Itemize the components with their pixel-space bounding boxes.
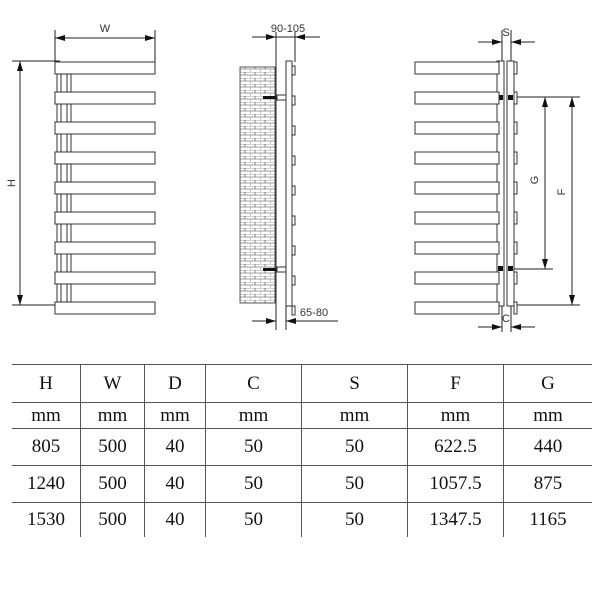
- table-cell: mm: [205, 402, 302, 429]
- towel-bar: [54, 61, 156, 75]
- table-cell: 500: [80, 502, 145, 537]
- towel-bar: [54, 181, 156, 195]
- table-cell: 50: [301, 465, 408, 503]
- table-cell: S: [301, 364, 408, 403]
- bar-end-cap: [513, 241, 518, 255]
- table-cell: mm: [503, 402, 592, 429]
- bar-end-cap: [513, 91, 518, 105]
- towel-bar: [54, 271, 156, 285]
- towel-bar: [414, 301, 500, 315]
- brick-wall: [239, 66, 276, 304]
- table-cell: 1165: [503, 502, 592, 537]
- table-cell: G: [503, 364, 592, 403]
- table-cell: mm: [144, 402, 206, 429]
- bar-end-cap: [291, 185, 296, 196]
- bar-end-cap: [513, 301, 518, 315]
- bar-end-cap: [291, 155, 296, 166]
- bar-end-cap: [291, 305, 296, 316]
- f-label: F: [556, 188, 568, 195]
- s-label: S: [502, 27, 509, 39]
- bar-end-cap: [291, 215, 296, 226]
- mount-point: [508, 266, 513, 271]
- table-cell: 1530: [12, 502, 81, 537]
- towel-bar: [414, 151, 500, 165]
- towel-bar: [54, 151, 156, 165]
- table-cell: 40: [144, 428, 206, 466]
- mount-point: [508, 95, 513, 100]
- table-cell: H: [12, 364, 81, 403]
- towel-bar: [414, 91, 500, 105]
- table-cell: C: [205, 364, 302, 403]
- bar-end-cap: [291, 245, 296, 256]
- table-cell: 500: [80, 428, 145, 466]
- towel-bar: [54, 121, 156, 135]
- table-cell: D: [144, 364, 206, 403]
- bar-end-cap: [513, 151, 518, 165]
- front-view: W H: [6, 23, 156, 315]
- bar-end-cap: [513, 61, 518, 75]
- mount-point: [498, 95, 503, 100]
- bar-end-cap: [513, 211, 518, 225]
- towel-bar: [414, 61, 500, 75]
- side-bottom-dimension: 65-80: [300, 307, 328, 319]
- table-cell: mm: [407, 402, 504, 429]
- towel-bar: [414, 241, 500, 255]
- table-cell: 50: [205, 465, 302, 503]
- table-cell: 805: [12, 428, 81, 466]
- width-label: W: [100, 23, 111, 35]
- table-cell: 40: [144, 502, 206, 537]
- table-cell: 1057.5: [407, 465, 504, 503]
- rear-view: S C G F: [414, 27, 580, 332]
- mount-point: [498, 266, 503, 271]
- towel-bar: [414, 121, 500, 135]
- bar-end-cap: [291, 95, 296, 106]
- table-cell: 1347.5: [407, 502, 504, 537]
- bar-end-cap: [291, 125, 296, 136]
- bar-end-cap: [291, 65, 296, 76]
- towel-bar: [54, 91, 156, 105]
- bar-end-cap: [513, 271, 518, 285]
- wall-bracket-bottom: [263, 268, 277, 271]
- radiator-side-profile: [285, 60, 293, 307]
- towel-bar: [54, 301, 156, 315]
- towel-bar: [414, 181, 500, 195]
- table-cell: mm: [80, 402, 145, 429]
- bar-end-cap: [513, 121, 518, 135]
- table-cell: 440: [503, 428, 592, 466]
- towel-bar: [54, 211, 156, 225]
- bar-end-cap: [513, 181, 518, 195]
- bar-end-cap: [291, 275, 296, 286]
- towel-bar: [414, 211, 500, 225]
- side-view: 90-105 65-80: [239, 23, 338, 330]
- table-cell: 500: [80, 465, 145, 503]
- table-cell: F: [407, 364, 504, 403]
- table-cell: 40: [144, 465, 206, 503]
- table-cell: W: [80, 364, 145, 403]
- table-cell: mm: [12, 402, 81, 429]
- table-cell: 875: [503, 465, 592, 503]
- technical-drawing: W H 90-105 65-80 S: [6, 23, 580, 332]
- table-cell: 50: [301, 428, 408, 466]
- towel-bar: [54, 241, 156, 255]
- table-cell: 1240: [12, 465, 81, 503]
- g-label: G: [529, 176, 541, 185]
- towel-bar: [414, 271, 500, 285]
- table-cell: 50: [301, 502, 408, 537]
- side-top-dimension: 90-105: [271, 23, 305, 35]
- table-cell: 50: [205, 428, 302, 466]
- wall-bracket-top: [263, 96, 277, 99]
- height-label: H: [6, 179, 18, 187]
- table-cell: 50: [205, 502, 302, 537]
- table-cell: mm: [301, 402, 408, 429]
- c-label: C: [502, 313, 510, 325]
- table-cell: 622.5: [407, 428, 504, 466]
